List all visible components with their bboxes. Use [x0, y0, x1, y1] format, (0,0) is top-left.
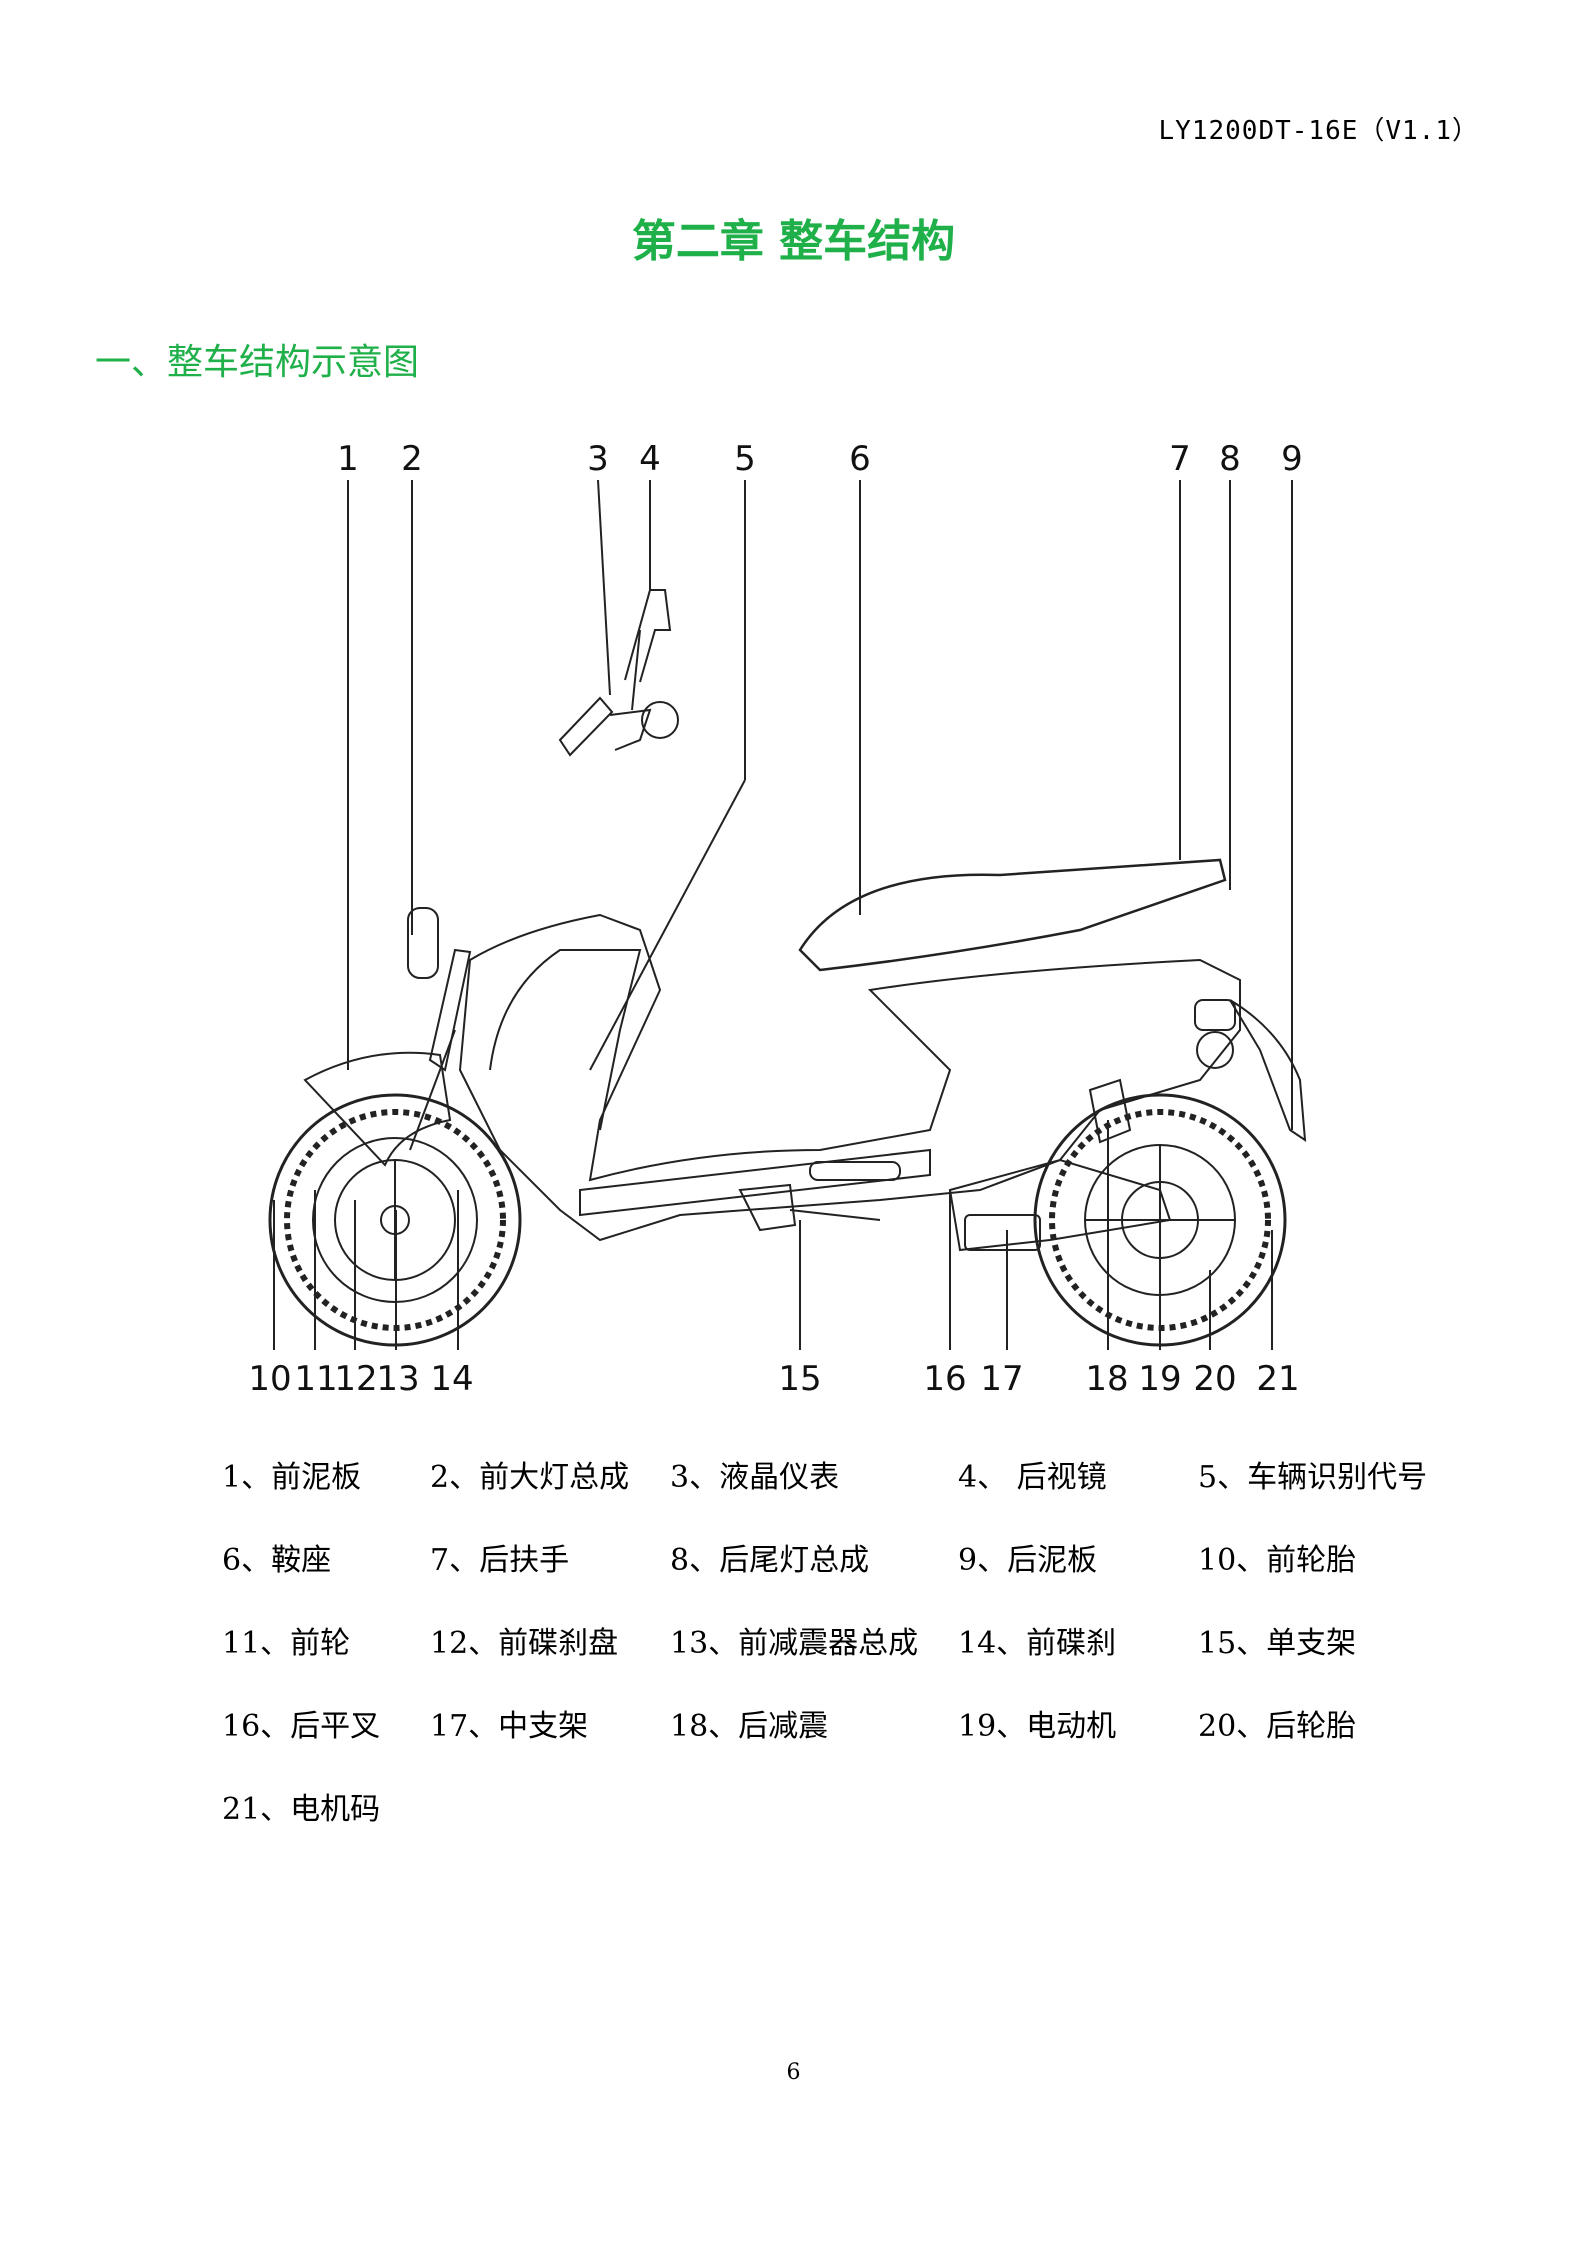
part-item: 14、前碟刹	[958, 1625, 1117, 1661]
part-item: 18、后减震	[670, 1708, 829, 1744]
part-item: 17、中支架	[430, 1708, 589, 1744]
swing-arm	[948, 1158, 1172, 1252]
callout-numbers: 1 2 3 4 5 6 7 8 9 10 11 12 13 14 15 16 1…	[248, 439, 1302, 1399]
part-item: 1、前泥板	[222, 1459, 362, 1495]
part-item: 16、后平叉	[222, 1708, 381, 1744]
parts-row: 16、后平叉 17、中支架 18、后减震 19、电动机 20、后轮胎	[222, 1681, 1522, 1764]
part-item: 4、 后视镜	[958, 1459, 1107, 1495]
part-item: 3、液晶仪表	[670, 1459, 840, 1495]
floorboard	[579, 1148, 931, 1217]
callout-12: 12	[334, 1359, 377, 1399]
part-item: 8、后尾灯总成	[670, 1542, 870, 1578]
part-item: 11、前轮	[222, 1625, 351, 1661]
callout-21: 21	[1256, 1359, 1299, 1399]
callout-4: 4	[639, 439, 661, 479]
parts-row: 21、电机码	[222, 1764, 1522, 1847]
callout-13: 13	[376, 1359, 419, 1399]
part-item: 2、前大灯总成	[430, 1459, 630, 1495]
callout-11: 11	[294, 1359, 337, 1399]
part-item: 15、单支架	[1198, 1625, 1357, 1661]
chapter-title: 第二章 整车结构	[631, 216, 956, 267]
callout-15: 15	[778, 1359, 821, 1399]
mirror	[624, 589, 672, 683]
front-fork	[428, 948, 472, 1072]
callout-3: 3	[587, 439, 609, 479]
callout-10: 10	[248, 1359, 291, 1399]
callout-17: 17	[980, 1359, 1023, 1399]
page-number: 6	[786, 2060, 801, 2085]
parts-row: 6、鞍座 7、后扶手 8、后尾灯总成 9、后泥板 10、前轮胎	[222, 1515, 1522, 1598]
callout-18: 18	[1085, 1359, 1128, 1399]
callout-6: 6	[849, 439, 871, 479]
front-fender	[303, 1051, 452, 1167]
handlebar	[558, 696, 614, 757]
callout-19: 19	[1138, 1359, 1181, 1399]
callout-1: 1	[337, 439, 359, 479]
callout-20: 20	[1193, 1359, 1236, 1399]
rear-shock	[1088, 1078, 1132, 1144]
leader-lines	[273, 479, 1293, 1350]
part-item: 5、车辆识别代号	[1198, 1459, 1428, 1495]
scooter-body	[458, 913, 1241, 1242]
callout-8: 8	[1219, 439, 1241, 479]
parts-row: 1、前泥板 2、前大灯总成 3、液晶仪表 4、 后视镜 5、车辆识别代号	[222, 1432, 1522, 1515]
callout-9: 9	[1281, 439, 1303, 479]
part-item: 20、后轮胎	[1198, 1708, 1357, 1744]
callout-14: 14	[430, 1359, 473, 1399]
part-item: 21、电机码	[222, 1791, 381, 1827]
part-item: 7、后扶手	[430, 1542, 570, 1578]
parts-list: 1、前泥板 2、前大灯总成 3、液晶仪表 4、 后视镜 5、车辆识别代号 6、鞍…	[222, 1432, 1522, 1847]
side-stand	[738, 1183, 797, 1232]
callout-5: 5	[734, 439, 756, 479]
section-title: 一、整车结构示意图	[95, 342, 420, 383]
parts-row: 11、前轮 12、前碟刹盘 13、前减震器总成 14、前碟刹 15、单支架	[222, 1598, 1522, 1681]
callout-2: 2	[401, 439, 423, 479]
part-item: 6、鞍座	[222, 1542, 332, 1578]
scooter-drawing	[268, 589, 1307, 1347]
headlight	[407, 907, 439, 979]
part-item: 9、后泥板	[958, 1542, 1098, 1578]
scooter-structure-diagram: 1 2 3 4 5 6 7 8 9 10 11 12 13 14 15 16 1…	[248, 439, 1307, 1399]
part-item: 19、电动机	[958, 1708, 1117, 1744]
callout-16: 16	[923, 1359, 966, 1399]
part-item: 10、前轮胎	[1198, 1542, 1357, 1578]
part-item: 13、前减震器总成	[670, 1625, 919, 1661]
seat	[798, 858, 1227, 972]
document-code: LY1200DT-16E（V1.1）	[1158, 116, 1479, 146]
rear-fender	[1229, 999, 1307, 1142]
part-item: 12、前碟刹盘	[430, 1625, 619, 1661]
callout-7: 7	[1169, 439, 1191, 479]
